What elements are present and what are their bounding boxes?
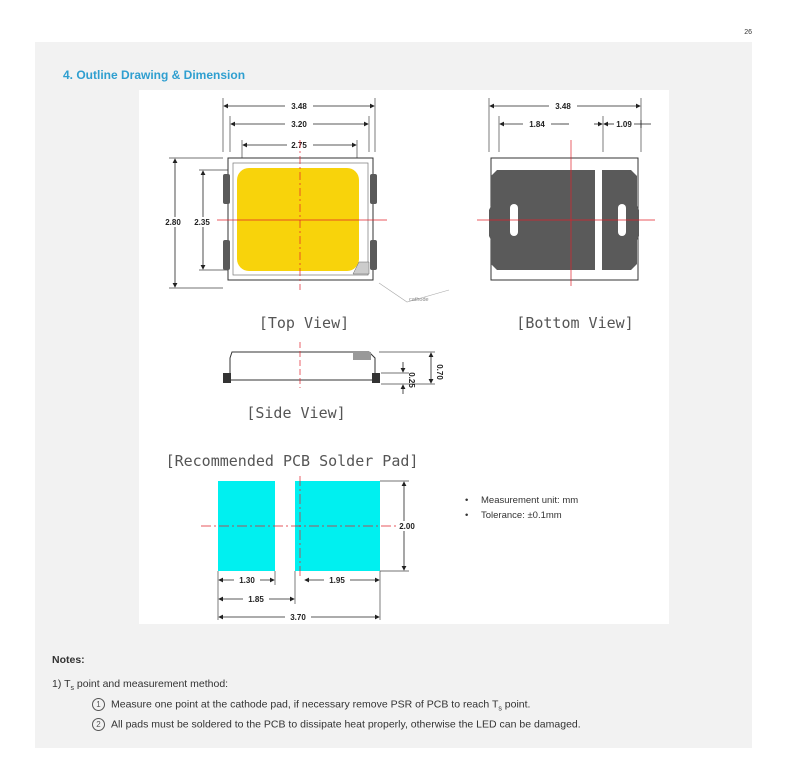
section-title: 4. Outline Drawing & Dimension: [63, 68, 246, 82]
circled-number: 1: [92, 698, 105, 711]
dim-pcb-pad2: 1.95: [329, 576, 345, 585]
dim-top-height-inner: 2.35: [194, 218, 210, 227]
dim-bottom-left: 1.84: [529, 120, 545, 129]
circled-number: 2: [92, 718, 105, 731]
spec-bullets: •Measurement unit: mm •Tolerance: ±0.1mm: [465, 493, 578, 523]
dim-pcb-pad1: 1.30: [239, 576, 255, 585]
outline-drawing: 3.48 3.20 2.75 2.80 2.35 cathode: [139, 90, 669, 624]
dim-pcb-total: 3.70: [290, 613, 306, 622]
bullet-item: •Measurement unit: mm: [465, 495, 579, 506]
bottom-view-label: [Bottom View]: [516, 314, 633, 332]
dim-top-width-outer: 3.48: [291, 102, 307, 111]
pcb-view-label: [Recommended PCB Solder Pad]: [166, 452, 419, 470]
side-view: 0.70 0.25: [223, 342, 444, 394]
notes-title: Notes:: [52, 654, 85, 666]
dim-top-height-outer: 2.80: [165, 218, 181, 227]
top-view: 3.48 3.20 2.75 2.80 2.35: [161, 98, 387, 290]
pcb-pad-view: 2.00 1.30 1.95 1.85 3.70: [201, 476, 417, 622]
svg-text:cathode: cathode: [409, 297, 429, 303]
bullet-item: •Tolerance: ±0.1mm: [465, 510, 562, 521]
note-item-1: 1) Ts point and measurement method:: [52, 678, 229, 693]
page-number: 26: [744, 29, 752, 36]
top-view-label: [Top View]: [259, 314, 349, 332]
dim-top-width-mid: 3.20: [291, 120, 307, 129]
dim-bottom-right: 1.09: [616, 120, 632, 129]
bottom-view: 3.48 1.84 1.09: [477, 98, 655, 286]
dim-top-width-inner: 2.75: [291, 141, 307, 150]
side-view-label: [Side View]: [246, 404, 345, 422]
dim-pcb-gap: 1.85: [248, 595, 264, 604]
dim-pcb-pad-height: 2.00: [399, 522, 415, 531]
dim-bottom-width: 3.48: [555, 102, 571, 111]
cathode-label: cathode: [378, 282, 450, 303]
dim-side-height: 0.70: [435, 364, 444, 380]
dim-side-pad: 0.25: [407, 372, 416, 388]
